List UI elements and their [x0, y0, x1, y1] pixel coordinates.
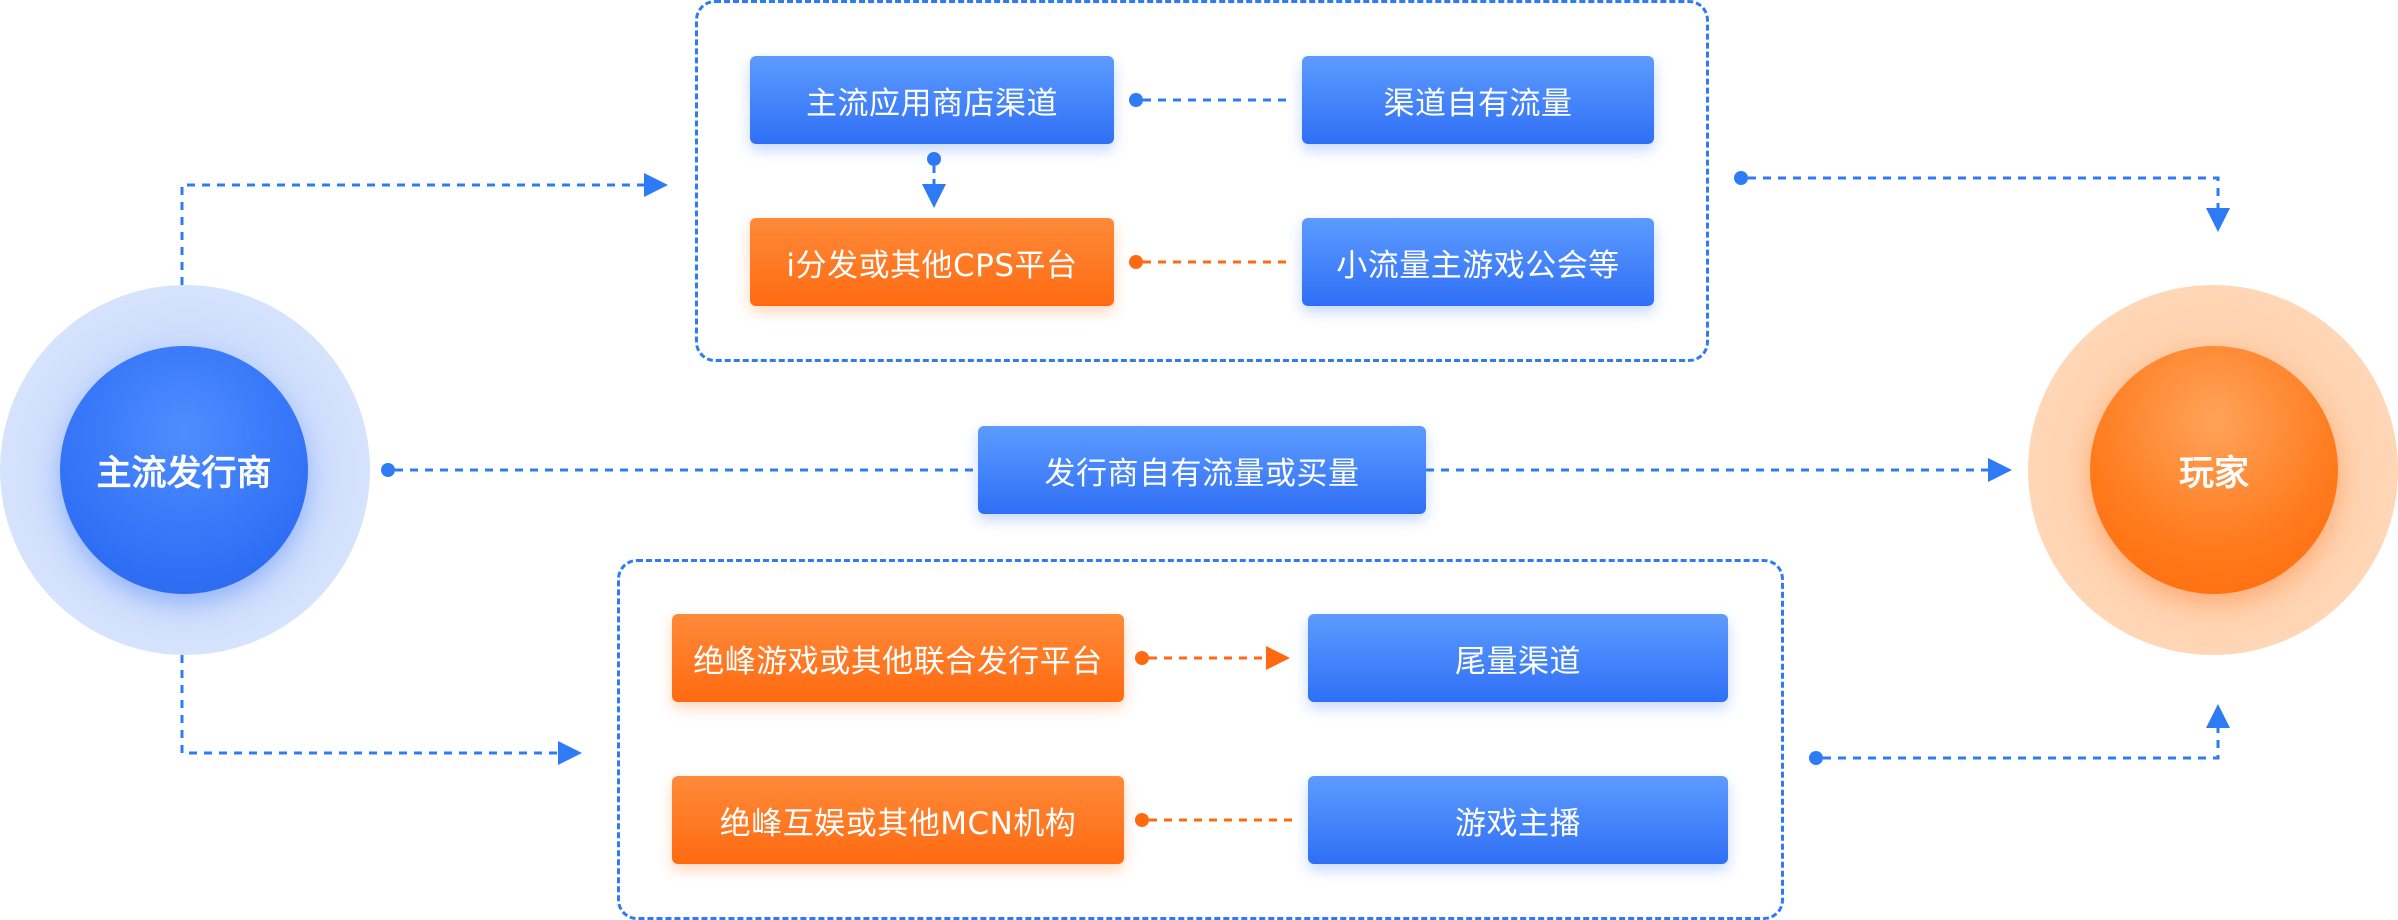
connector-dot-app-store-down	[927, 152, 941, 166]
connector-bottom-group-to-player	[1823, 704, 2230, 760]
connector-dot-mcn	[1135, 813, 1149, 827]
connector-dot-publisher-middle	[381, 463, 395, 477]
connector-dot-app-store	[1129, 93, 1143, 107]
tail-channel-box: 尾量渠道	[1308, 614, 1728, 702]
channel-traffic-box: 渠道自有流量	[1302, 56, 1654, 144]
connector-dot-bottom-group	[1809, 751, 1823, 765]
connector-dot-joint-platform	[1135, 651, 1149, 665]
connector-dot-top-group	[1734, 171, 1748, 185]
connector-publisher-to-top-group	[180, 173, 668, 285]
app-store-box: 主流应用商店渠道	[750, 56, 1114, 144]
connector-dot-cps	[1129, 255, 1143, 269]
connector-publisher-to-bottom-group	[180, 655, 582, 765]
top-channel-group	[695, 0, 1709, 362]
publisher-traffic-box: 发行商自有流量或买量	[978, 426, 1426, 514]
joint-platform-box: 绝峰游戏或其他联合发行平台	[672, 614, 1124, 702]
streamer-box: 游戏主播	[1308, 776, 1728, 864]
publisher-node: 主流发行商	[60, 346, 308, 594]
connector-top-group-to-player	[1748, 176, 2230, 232]
mcn-box: 绝峰互娱或其他MCN机构	[672, 776, 1124, 864]
small-traffic-box: 小流量主游戏公会等	[1302, 218, 1654, 306]
player-node: 玩家	[2090, 346, 2338, 594]
cps-platform-box: i分发或其他CPS平台	[750, 218, 1114, 306]
bottom-channel-group	[617, 559, 1784, 920]
